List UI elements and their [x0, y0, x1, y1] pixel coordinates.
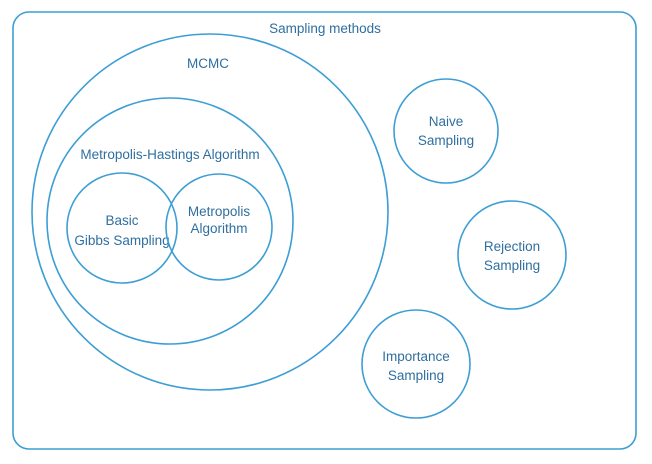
- gibbs-sampling-circle: [66, 172, 178, 284]
- importance-label-line2: Sampling: [388, 368, 444, 383]
- naive-sampling-circle: [393, 78, 499, 184]
- rejection-label-line2: Sampling: [484, 258, 540, 273]
- rejection-sampling-circle: [457, 200, 567, 310]
- naive-label-line1: Naive: [429, 114, 464, 129]
- metropolis-label-line2: Algorithm: [190, 221, 247, 236]
- mcmc-circle: [31, 33, 389, 391]
- mcmc-label: MCMC: [187, 56, 229, 71]
- metropolis-algorithm-circle: [165, 173, 273, 281]
- naive-label-line2: Sampling: [418, 133, 474, 148]
- rejection-label-line1: Rejection: [484, 239, 540, 254]
- importance-label-line1: Importance: [382, 349, 450, 364]
- gibbs-label-line2: Gibbs Sampling: [74, 233, 169, 248]
- importance-sampling-circle: [361, 309, 471, 419]
- metropolis-hastings-label: Metropolis-Hastings Algorithm: [80, 147, 259, 162]
- metropolis-hastings-circle: [46, 97, 294, 345]
- container-title: Sampling methods: [269, 21, 381, 36]
- sampling-methods-container: [12, 11, 637, 450]
- gibbs-label-line1: Basic: [105, 213, 138, 228]
- metropolis-label-line1: Metropolis: [188, 204, 251, 219]
